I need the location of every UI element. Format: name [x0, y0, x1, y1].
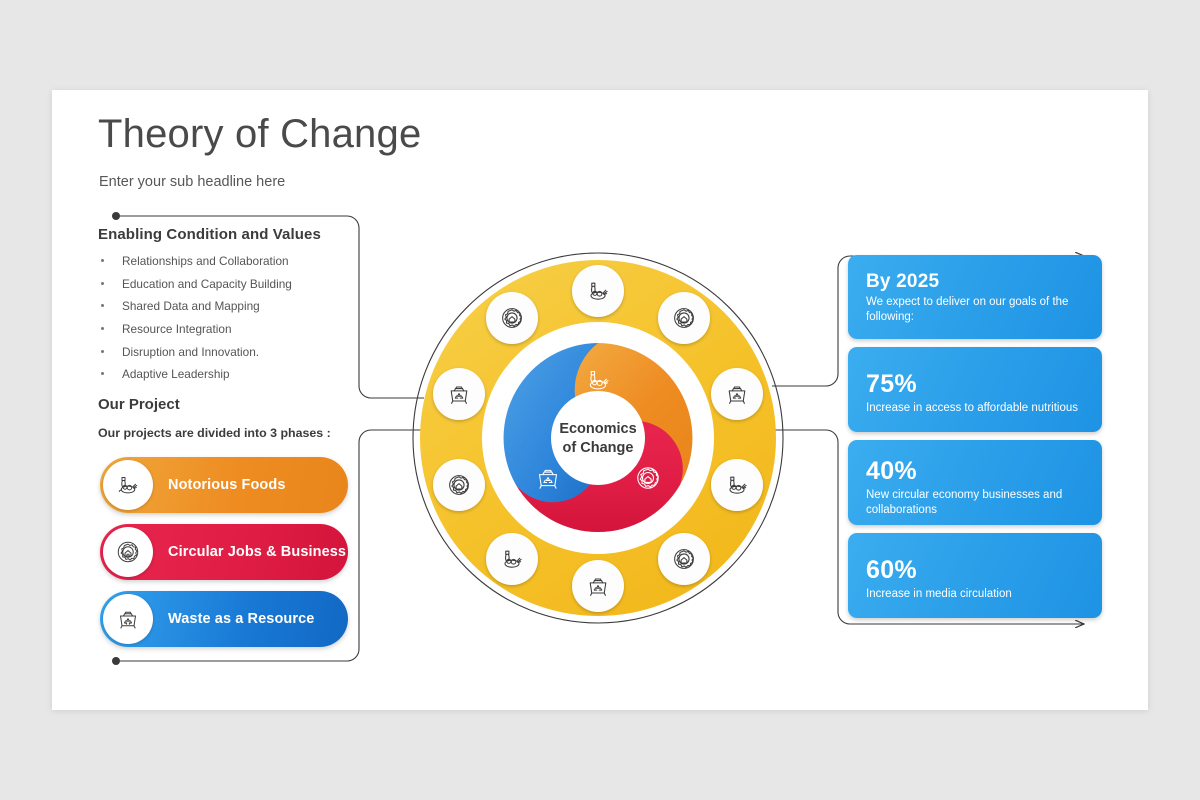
left-bottom-node: [112, 657, 120, 665]
recycle-bin-icon: [728, 386, 746, 404]
list-item-label: Relationships and Collaboration: [122, 254, 289, 268]
ring-bubble-1[interactable]: [658, 292, 710, 344]
card-headline: 75%: [866, 370, 917, 398]
groceries-icon: [729, 476, 747, 494]
wheel-center-line1: Economics: [559, 421, 636, 437]
gear-home-icon: [103, 527, 153, 577]
left-top-node: [112, 212, 120, 220]
bullet-dot-icon: [101, 372, 104, 376]
ring-bubble-4[interactable]: [658, 533, 710, 585]
wheel-center-disc: [551, 391, 645, 485]
segment-recycle-bin-icon: [538, 469, 558, 489]
segment-gear-home-icon: [637, 467, 659, 489]
card-headline: 60%: [866, 556, 917, 584]
segment-groceries-icon: [589, 370, 609, 390]
gear-home-icon: [674, 308, 694, 328]
phase-list: Notorious Foods Circular Jobs & Business: [100, 457, 348, 658]
economics-of-change-wheel: Economics of Change: [408, 248, 788, 628]
list-item: Resource Integration: [98, 322, 388, 336]
outcomes-card-list: By 2025 We expect to deliver on our goal…: [848, 255, 1102, 626]
outcome-card-40[interactable]: 40% New circular economy businesses and …: [848, 440, 1102, 525]
phase-button-waste-as-a-resource[interactable]: Waste as a Resource: [100, 591, 348, 647]
ring-bubble-0[interactable]: [572, 265, 624, 317]
enabling-conditions-heading: Enabling Condition and Values: [98, 226, 321, 243]
list-item: Shared Data and Mapping: [98, 299, 388, 313]
phase-button-circular-jobs[interactable]: Circular Jobs & Business: [100, 524, 348, 580]
ring-bubble-8[interactable]: [433, 368, 485, 420]
page-title: Theory of Change: [98, 112, 422, 156]
bullet-dot-icon: [101, 281, 104, 285]
slide-canvas: Theory of Change Enter your sub headline…: [52, 90, 1148, 710]
groceries-icon: [590, 282, 608, 300]
ring-bubble-7[interactable]: [433, 459, 485, 511]
bullet-dot-icon: [101, 259, 104, 262]
gear-home-icon: [449, 475, 469, 495]
groceries-icon: [103, 460, 153, 510]
bullet-dot-icon: [101, 349, 104, 353]
outcome-card-75[interactable]: 75% Increase in access to affordable nut…: [848, 347, 1102, 432]
gear-home-icon: [502, 308, 522, 328]
list-item-label: Disruption and Innovation.: [122, 344, 260, 359]
gear-home-icon: [674, 549, 694, 569]
phase-label: Waste as a Resource: [168, 611, 315, 627]
card-headline: By 2025: [866, 271, 940, 292]
card-description: New circular economy businesses and coll…: [866, 488, 1063, 516]
phase-label: Notorious Foods: [168, 477, 286, 493]
list-item: Adaptive Leadership: [98, 367, 388, 381]
left-content-column: Enabling Condition and Values Relationsh…: [98, 226, 388, 440]
page-subtitle: Enter your sub headline here: [99, 174, 286, 190]
phase-button-notorious-foods[interactable]: Notorious Foods: [100, 457, 348, 513]
list-item: Disruption and Innovation.: [98, 345, 388, 359]
card-description: Increase in media circulation: [866, 587, 1012, 600]
bullet-dot-icon: [101, 304, 104, 308]
ring-bubble-6[interactable]: [486, 533, 538, 585]
phase-label: Circular Jobs & Business: [168, 544, 347, 560]
ring-bubble-9[interactable]: [486, 292, 538, 344]
outcome-card-60[interactable]: 60% Increase in media circulation: [848, 533, 1102, 618]
outcome-card-by-2025[interactable]: By 2025 We expect to deliver on our goal…: [848, 255, 1102, 339]
list-item-label: Resource Integration: [122, 321, 232, 336]
recycle-bin-icon: [103, 594, 153, 644]
ring-bubble-5[interactable]: [572, 560, 624, 612]
card-headline: 40%: [866, 457, 917, 485]
ring-bubble-2[interactable]: [711, 368, 763, 420]
list-item: Education and Capacity Building: [98, 277, 388, 291]
phases-note: Our projects are divided into 3 phases :: [98, 426, 331, 441]
enabling-conditions-list: Relationships and Collaboration Educatio…: [98, 254, 388, 381]
wheel-outline: [412, 252, 784, 624]
bullet-dot-icon: [101, 326, 104, 330]
card-description: We expect to deliver on our goals of the…: [866, 295, 1069, 324]
ring-bubble-3[interactable]: [711, 459, 763, 511]
list-item-label: Adaptive Leadership: [122, 367, 230, 382]
groceries-icon: [504, 550, 522, 568]
ring-icon-bubbles: [433, 265, 763, 612]
card-description: Increase in access to affordable nutriti…: [866, 401, 1079, 414]
list-item-label: Shared Data and Mapping: [122, 299, 260, 314]
list-item-label: Education and Capacity Building: [122, 276, 292, 291]
our-project-heading: Our Project: [98, 396, 180, 414]
wheel-center-line2: of Change: [563, 440, 634, 456]
recycle-bin-icon: [450, 386, 468, 404]
recycle-bin-icon: [589, 578, 607, 596]
list-item: Relationships and Collaboration: [98, 254, 388, 268]
